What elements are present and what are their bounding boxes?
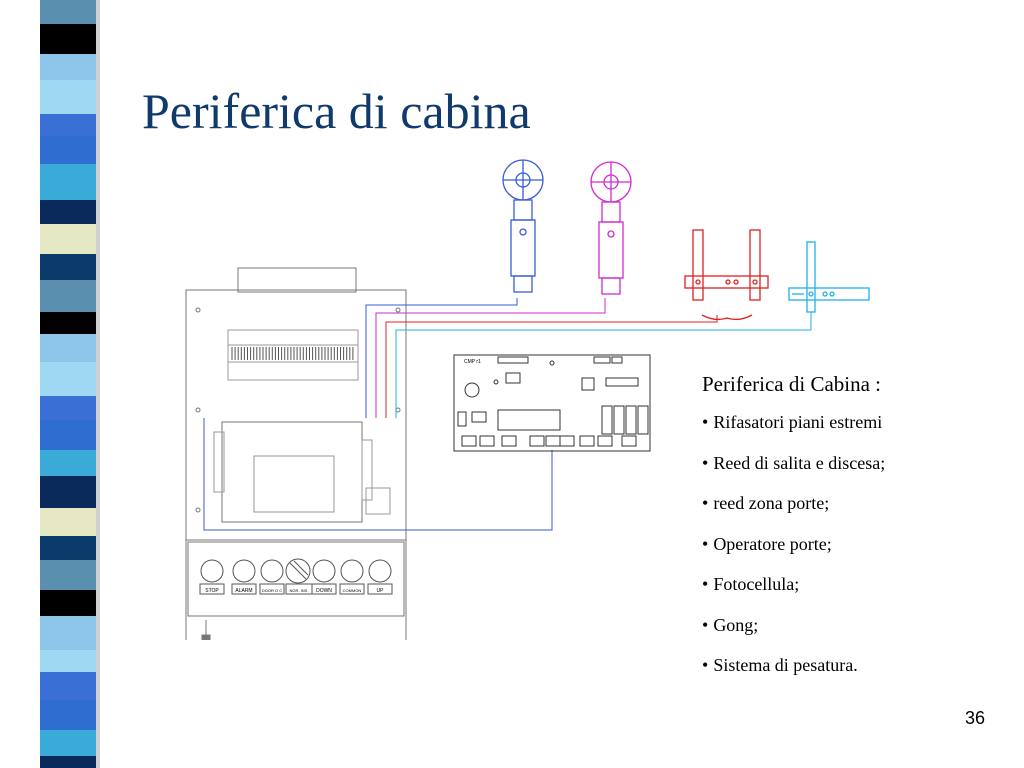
bullet: • [702,655,709,675]
info-list: Periferica di Cabina : •Rifasatori piani… [702,372,1002,695]
stripe-segment [40,136,96,164]
stripe-segment [40,114,96,136]
board-connector [597,435,613,447]
button-label-nor-ins: NOR. INS. [290,588,309,593]
slide-title: Periferica di cabina [142,83,531,139]
stripe-shadow [96,0,100,768]
board-connector [501,435,517,447]
list-item-text: Sistema di pesatura. [713,655,858,675]
list-item-text: Operatore porte; [713,533,832,554]
magenta-roller-switch [590,161,632,295]
stripe-segment [40,756,96,768]
button-label-common: COMMON [343,588,362,593]
list-item: •Reed di salita e discesa; [702,452,1002,493]
bullet: • [702,574,709,594]
panel-button: DOWN [311,559,337,595]
list-item: •Gong; [702,614,1002,655]
board-label: CMP r1 [464,359,481,365]
list-item: •Fotocellula; [702,573,1002,614]
panel-button: STOP [199,559,225,595]
button-label-up: UP [377,588,385,594]
button-label-door: DOOR O C [262,588,282,593]
wiring [203,298,812,531]
stripe-segment [40,396,96,420]
stripe-segment [40,450,96,476]
board-connector [579,435,595,447]
bullet: • [702,533,709,554]
button-label-down: DOWN [316,588,332,594]
board-connector [529,435,545,447]
bullet: • [702,614,709,635]
red-reed-sensors [684,229,769,321]
button-label-stop: STOP [205,588,219,594]
list-item: •Rifasatori piani estremi [702,411,1002,452]
list-item: •Operatore porte; [702,533,1002,574]
stripe-segment [40,590,96,616]
button-label-alarm: ALARM [235,588,252,594]
stripe-segment [40,280,96,312]
blue-roller-switch [502,159,544,293]
list-item: •reed zona porte; [702,492,1002,533]
board-connector [545,435,561,447]
board-connector [559,435,575,447]
stripe-segment [40,672,96,700]
list-item: •Sistema di pesatura. [702,654,1002,695]
panel-button: UP [367,559,393,595]
stripe-segment [40,560,96,590]
car-control-board: CMP r1 [453,354,651,452]
stripe-segment [40,700,96,730]
panel-buttons: STOP ALARM DOOR O C NOR. INS. DOWN C [199,558,393,595]
cyan-door-zone-reed [788,241,870,313]
decorative-stripe-bar [40,0,100,768]
panel-button: COMMON [339,559,365,595]
stripe-segment [40,80,96,114]
panel-keyswitch: NOR. INS. [285,558,313,595]
control-cabinet [185,267,407,640]
car-peripheral-wiring-diagram: STOP ALARM DOOR O C NOR. INS. DOWN C [185,159,870,640]
stripe-segment [40,200,96,224]
stripe-segment [40,312,96,334]
list-item-text: Rifasatori piani estremi [713,412,883,432]
panel-button: ALARM [231,559,257,595]
bullet: • [702,493,709,513]
stripe-segment [40,650,96,672]
list-item-text: Gong; [713,614,759,635]
terminal-block [227,329,359,381]
panel-button: DOOR O C [259,559,285,595]
stripe-segment [40,224,96,254]
stripe-segment [40,476,96,508]
info-heading: Periferica di Cabina : [702,372,882,396]
list-item-text: Reed di salita e discesa; [713,452,886,473]
stripe-segment [40,362,96,396]
info-items: •Rifasatori piani estremi •Reed di salit… [702,411,1002,695]
stripe-segment [40,508,96,536]
stripe-segment [40,164,96,200]
board-connector [621,435,637,447]
board-connector [479,435,495,447]
stripe-segment [40,54,96,80]
stripe-segment [40,420,96,450]
stripe-segment [40,536,96,560]
stripe-segment [40,334,96,362]
board-connector [461,435,477,447]
stripe-segment [40,254,96,280]
bullet: • [702,452,709,473]
page-number: 36 [965,708,986,728]
bullet: • [702,412,709,432]
stripe-segment [40,616,96,650]
stripe-segment [40,0,96,24]
stripe-segment [40,730,96,756]
list-item-text: Fotocellula; [713,574,800,594]
list-item-text: reed zona porte; [713,493,830,513]
stripe-segment [40,24,96,54]
